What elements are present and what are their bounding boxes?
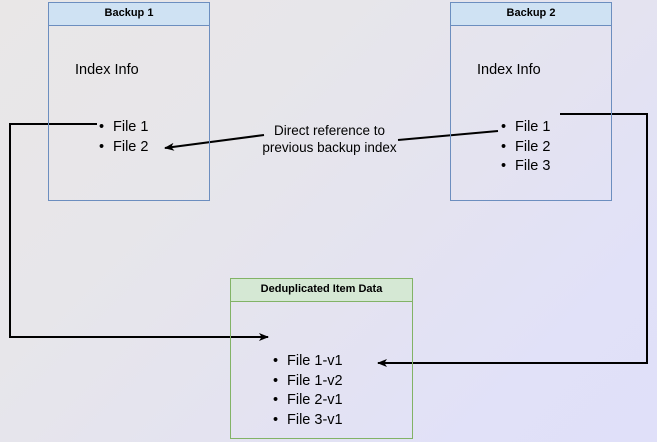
note-line-1: Direct reference to [273, 123, 386, 138]
list-item: File 2 [501, 138, 550, 158]
backup1-file-list: File 1 File 2 [99, 118, 148, 157]
backup2-header: Backup 2 [451, 3, 611, 26]
deduplicated-item-data-box[interactable]: Deduplicated Item Data File 1-v1 File 1-… [230, 278, 413, 439]
backup1-body: Index Info File 1 File 2 [49, 26, 209, 200]
list-item: File 1 [99, 118, 148, 138]
direct-reference-note: Direct reference to previous backup inde… [252, 122, 407, 156]
backup2-index-info-label: Index Info [477, 62, 541, 78]
dedup-body: File 1-v1 File 1-v2 File 2-v1 File 3-v1 [231, 302, 412, 438]
list-item: File 2-v1 [273, 391, 343, 411]
backup2-file-list: File 1 File 2 File 3 [501, 118, 550, 177]
dedup-header: Deduplicated Item Data [231, 279, 412, 302]
list-item: File 3 [501, 157, 550, 177]
backup2-body: Index Info File 1 File 2 File 3 [451, 26, 611, 200]
backup1-index-info-label: Index Info [75, 62, 139, 78]
list-item: File 1-v1 [273, 352, 343, 372]
dedup-file-list: File 1-v1 File 1-v2 File 2-v1 File 3-v1 [273, 352, 343, 430]
note-line-2: previous backup index [262, 140, 397, 155]
list-item: File 1 [501, 118, 550, 138]
list-item: File 1-v2 [273, 372, 343, 392]
backup1-header: Backup 1 [49, 3, 209, 26]
backup2-box[interactable]: Backup 2 Index Info File 1 File 2 File 3 [450, 2, 612, 201]
list-item: File 2 [99, 138, 148, 158]
backup1-box[interactable]: Backup 1 Index Info File 1 File 2 [48, 2, 210, 201]
list-item: File 3-v1 [273, 411, 343, 431]
